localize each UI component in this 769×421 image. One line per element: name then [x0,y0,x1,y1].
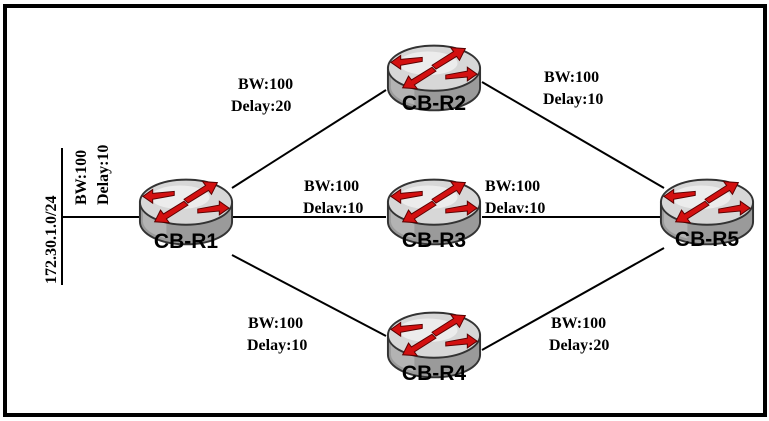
link-r2-r5 [481,81,665,189]
link-bw: BW:100 [544,69,599,86]
diagram-frame [3,4,767,417]
router-label: CB-R4 [402,362,466,385]
label-link-r1-r2: BW:100 Delay:20 [231,76,293,115]
router-cb-r1: CB-R1 [138,178,234,253]
router-label: CB-R2 [402,92,466,115]
label-link-r3-r5: BW:100 Delav:10 [485,178,545,217]
link-delay: Delay:10 [247,337,307,354]
link-delay: Delav:10 [303,200,363,217]
router-label: CB-R1 [154,230,218,253]
link-r4-r5 [481,247,665,351]
link-bw: BW:100 [248,315,303,332]
label-link-r1-r4: BW:100 Delay:10 [247,315,307,354]
router-cb-r5: CB-R5 [659,178,755,251]
label-link-r2-r5: BW:100 Delay:10 [543,69,603,108]
router-cb-r3: CB-R3 [386,178,482,252]
label-link-r4-r5: BW:100 Delay:20 [549,315,609,354]
link-delay: Delay:10 [543,91,603,108]
link-delay: Delay:20 [231,98,291,115]
link-delay: Delay:20 [549,337,609,354]
subnet-label: 172.30.1.0/24 [43,196,60,284]
label-link-r1-r3: BW:100 Delav:10 [303,178,363,217]
router-label: CB-R5 [675,228,739,251]
link-bw: BW:100 [485,178,540,195]
link-delay: Delav:10 [485,200,545,217]
subnet-link-bw: BW:100 [73,150,90,205]
link-bw: BW:100 [551,315,606,332]
router-cb-r4: CB-R4 [386,311,482,385]
router-cb-r2: CB-R2 [386,44,482,115]
router-label: CB-R3 [402,229,466,252]
link-bw: BW:100 [238,76,293,93]
link-r1-r4 [231,254,387,337]
subnet-link-delay: Delay:10 [95,145,112,205]
link-bw: BW:100 [304,178,359,195]
link-r1-r2 [231,89,387,189]
